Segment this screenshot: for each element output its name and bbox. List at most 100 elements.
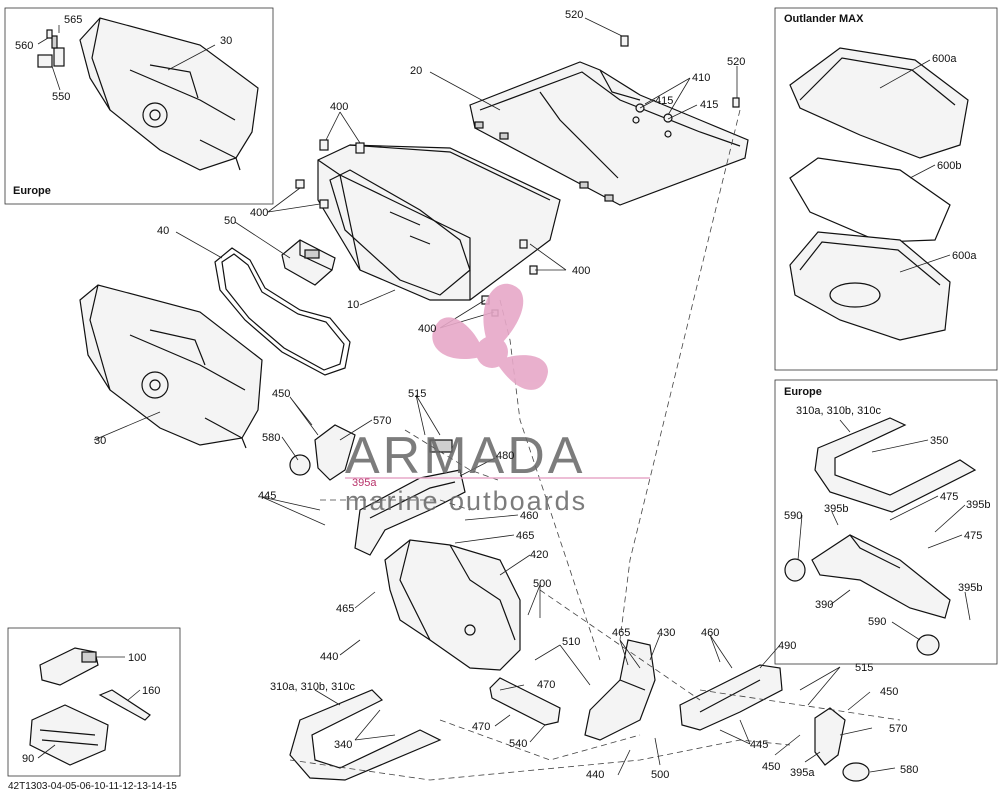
callout-510: 510 (562, 636, 580, 648)
callout-440-left: 440 (320, 651, 338, 663)
callout-420: 420 (530, 549, 548, 561)
callout-10: 10 (347, 299, 359, 311)
callout-470-left: 470 (472, 721, 490, 733)
callout-450-right-lower: 450 (762, 761, 780, 773)
panel-europe-top (4, 7, 274, 205)
callout-20: 20 (410, 65, 422, 77)
lid-600a (789, 47, 969, 159)
bracket-center-430 (584, 639, 656, 741)
callout-labels: 565 560 550 30 520 520 20 410 415 415 40… (15, 9, 990, 781)
callout-480: 480 (496, 450, 514, 462)
callout-410: 410 (692, 72, 710, 84)
fasteners-tray (620, 35, 740, 138)
tool-kit-90 (29, 704, 109, 766)
callout-450-left: 450 (272, 388, 290, 400)
callout-310-europe: 310a, 310b, 310c (796, 405, 882, 417)
callout-570-left: 570 (373, 415, 391, 427)
callout-600a-lid: 600a (932, 53, 957, 65)
panel-europe-right-title: Europe (784, 386, 822, 398)
propeller-logo-icon (432, 283, 548, 390)
callout-400-top: 400 (330, 101, 348, 113)
callout-400-bottom: 400 (418, 323, 436, 335)
callout-465-left: 465 (516, 530, 534, 542)
storage-bin (317, 144, 561, 301)
callout-565: 565 (64, 14, 82, 26)
latch-50 (281, 239, 336, 286)
callout-475-b: 475 (964, 530, 982, 542)
callout-600b: 600b (937, 160, 961, 172)
bracket-540 (489, 677, 561, 726)
callout-445-left: 445 (258, 490, 276, 502)
callout-465-lower: 465 (336, 603, 354, 615)
callout-310-bottom: 310a, 310b, 310c (270, 681, 356, 693)
callout-350: 350 (930, 435, 948, 447)
callout-30-europe: 30 (220, 35, 232, 47)
callout-395b-b: 395b (966, 499, 990, 511)
callout-400-right: 400 (572, 265, 590, 277)
callout-580-left: 580 (262, 432, 280, 444)
bracket-right-570 (814, 707, 870, 782)
callout-470-right: 470 (537, 679, 555, 691)
grab-bar-europe (814, 417, 977, 513)
latch-europe-top (37, 29, 65, 68)
leader-lines (37, 17, 971, 776)
callout-560: 560 (15, 40, 33, 52)
callout-515-left: 515 (408, 388, 426, 400)
box-600a (789, 231, 951, 341)
callout-460-left: 460 (520, 510, 538, 522)
callout-400-left: 400 (250, 207, 268, 219)
assembly-lines (289, 109, 901, 781)
callout-395a-right: 395a (790, 767, 815, 779)
callout-475-a: 475 (940, 491, 958, 503)
tool-160 (98, 689, 151, 721)
grab-bar-bottom (289, 689, 442, 781)
bracket-390 (811, 534, 951, 619)
callout-395a-left: 395a (352, 477, 377, 489)
panel-europe-top-title: Europe (13, 185, 51, 197)
cap-590 (784, 558, 940, 656)
watermark: ARMADA marine outboards (345, 283, 650, 516)
callout-570-right: 570 (889, 723, 907, 735)
bumper-main (79, 284, 263, 449)
callout-50: 50 (224, 215, 236, 227)
callout-40: 40 (157, 225, 169, 237)
panel-outlander-max (774, 7, 998, 371)
bumper-europe-top (79, 17, 259, 171)
bracket-right-490 (679, 664, 783, 731)
callout-500-lower: 500 (651, 769, 669, 781)
panel-tools (7, 627, 181, 777)
callout-390: 390 (815, 599, 833, 611)
callout-465-center: 465 (612, 627, 630, 639)
callout-460-right: 460 (701, 627, 719, 639)
fender-420 (384, 539, 521, 671)
callout-580-right: 580 (900, 764, 918, 776)
reference-code: 42T1303-04-05-06-10-11-12-13-14-15 (8, 781, 177, 792)
callout-590-a: 590 (784, 510, 802, 522)
callout-395b-c: 395b (958, 582, 982, 594)
callout-395b-a: 395b (824, 503, 848, 515)
callout-440-right: 440 (586, 769, 604, 781)
callout-100: 100 (128, 652, 146, 664)
callout-160: 160 (142, 685, 160, 697)
callout-415-b: 415 (700, 99, 718, 111)
panel-outlander-max-title: Outlander MAX (784, 13, 864, 25)
callout-90: 90 (22, 753, 34, 765)
callout-415-a: 415 (655, 95, 673, 107)
callout-30-main: 30 (94, 435, 106, 447)
bracket-left-upper (289, 424, 466, 556)
callout-590-b: 590 (868, 616, 886, 628)
tray-top (469, 61, 749, 206)
seal-40 (214, 247, 351, 376)
callout-520-top: 520 (565, 9, 583, 21)
gasket-600b (789, 157, 951, 243)
tool-100 (39, 647, 99, 686)
callout-340: 340 (334, 739, 352, 751)
callout-550: 550 (52, 91, 70, 103)
callout-450-right-upper: 450 (880, 686, 898, 698)
watermark-name: ARMADA (345, 427, 585, 485)
watermark-tagline: marine outboards (345, 486, 587, 516)
callout-540: 540 (509, 738, 527, 750)
callout-500-upper: 500 (533, 578, 551, 590)
panel-europe-right (774, 379, 998, 665)
